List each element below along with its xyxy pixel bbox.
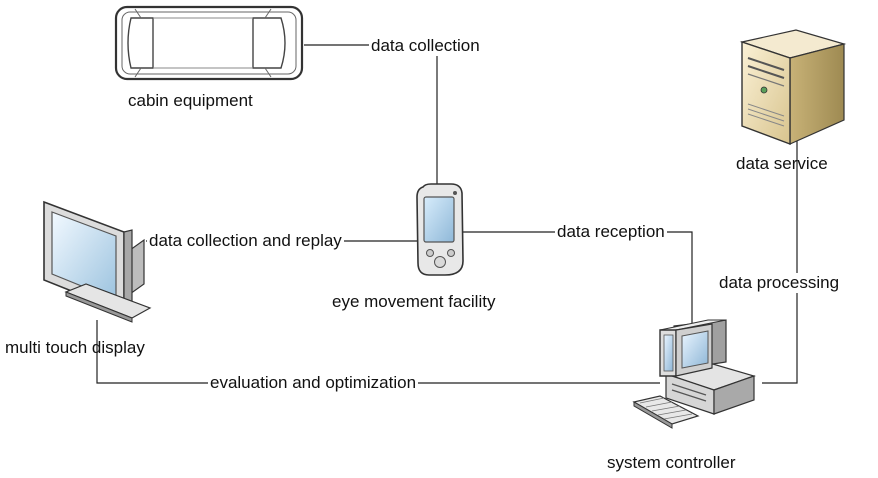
pda-icon (416, 183, 464, 276)
edge-evaluation-and-optimization (96, 320, 660, 384)
edge-label-evaluation-and-optimization: evaluation and optimization (208, 373, 419, 393)
monitor-icon (43, 200, 152, 323)
desktop-computer-icon (632, 319, 756, 429)
edge-label-data-processing: data processing (717, 273, 842, 293)
edge-data-reception (462, 231, 693, 340)
server-icon (739, 29, 847, 146)
node-label-cabin-equipment: cabin equipment (128, 91, 253, 110)
edge-data-processing (762, 140, 798, 384)
node-label-data-service: data service (736, 154, 828, 173)
node-label-eye-movement-facility: eye movement facility (332, 292, 496, 311)
edge-data-collection (304, 44, 438, 185)
vehicle-icon (114, 5, 304, 81)
node-label-multi-touch-display: multi touch display (5, 338, 145, 357)
edge-label-data-collection-and-replay: data collection and replay (147, 231, 344, 251)
edge-label-data-reception: data reception (555, 222, 667, 242)
node-label-system-controller: system controller (607, 453, 736, 472)
edge-label-data-collection: data collection (369, 36, 482, 56)
